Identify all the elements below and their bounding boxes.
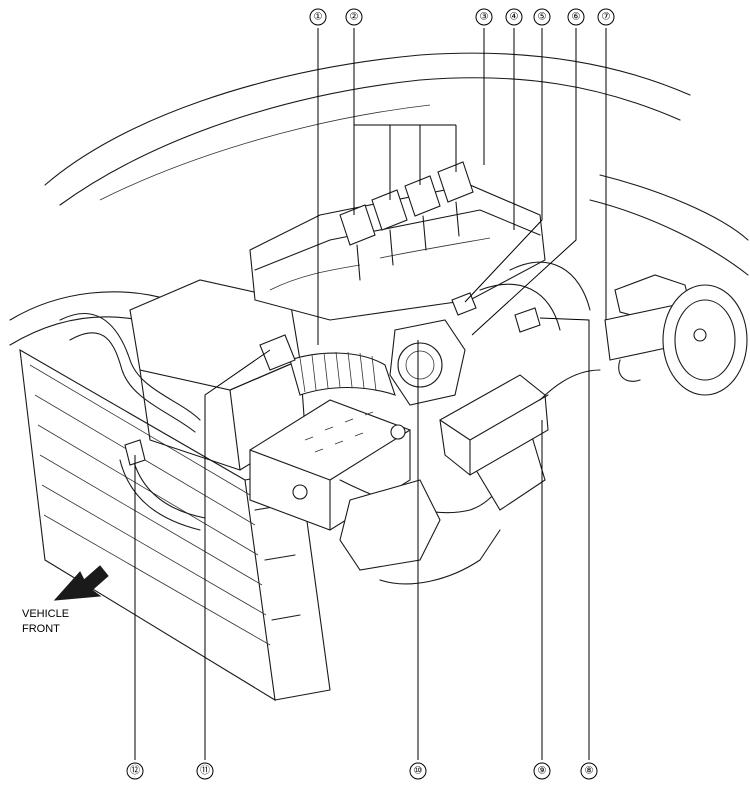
callout-3: ③ [475, 8, 493, 26]
callout-11: ⑪ [196, 762, 214, 780]
callout-2: ② [345, 8, 363, 26]
callout-6: ⑥ [567, 8, 585, 26]
vehicle-front-label-line1: VEHICLE [22, 608, 69, 620]
callout-5: ⑤ [533, 8, 551, 26]
callout-7-label: ⑦ [602, 12, 611, 23]
callout-12: ⑫ [126, 762, 144, 780]
leader-lines [134, 28, 607, 760]
callout-12-label: ⑫ [130, 765, 140, 777]
callout-6-label: ⑥ [572, 12, 581, 23]
callout-9-label: ⑨ [538, 766, 547, 777]
callout-4: ④ [505, 8, 523, 26]
engine-line-art [9, 52, 749, 702]
callout-8-label: ⑧ [585, 766, 594, 777]
callout-1: ① [309, 8, 327, 26]
callout-8: ⑧ [580, 762, 598, 780]
vehicle-front-label-line2: FRONT [22, 623, 60, 635]
vehicle-front-arrow-icon [53, 565, 109, 601]
callout-3-label: ③ [480, 12, 489, 23]
callout-10-label: ⑩ [414, 766, 423, 777]
callout-10: ⑩ [409, 762, 427, 780]
callout-7: ⑦ [597, 8, 615, 26]
callout-4-label: ④ [510, 12, 519, 23]
callout-9: ⑨ [533, 762, 551, 780]
callout-11-label: ⑪ [200, 765, 210, 777]
callout-1-label: ① [314, 12, 323, 23]
callout-2-label: ② [350, 12, 359, 23]
callout-5-label: ⑤ [538, 12, 547, 23]
